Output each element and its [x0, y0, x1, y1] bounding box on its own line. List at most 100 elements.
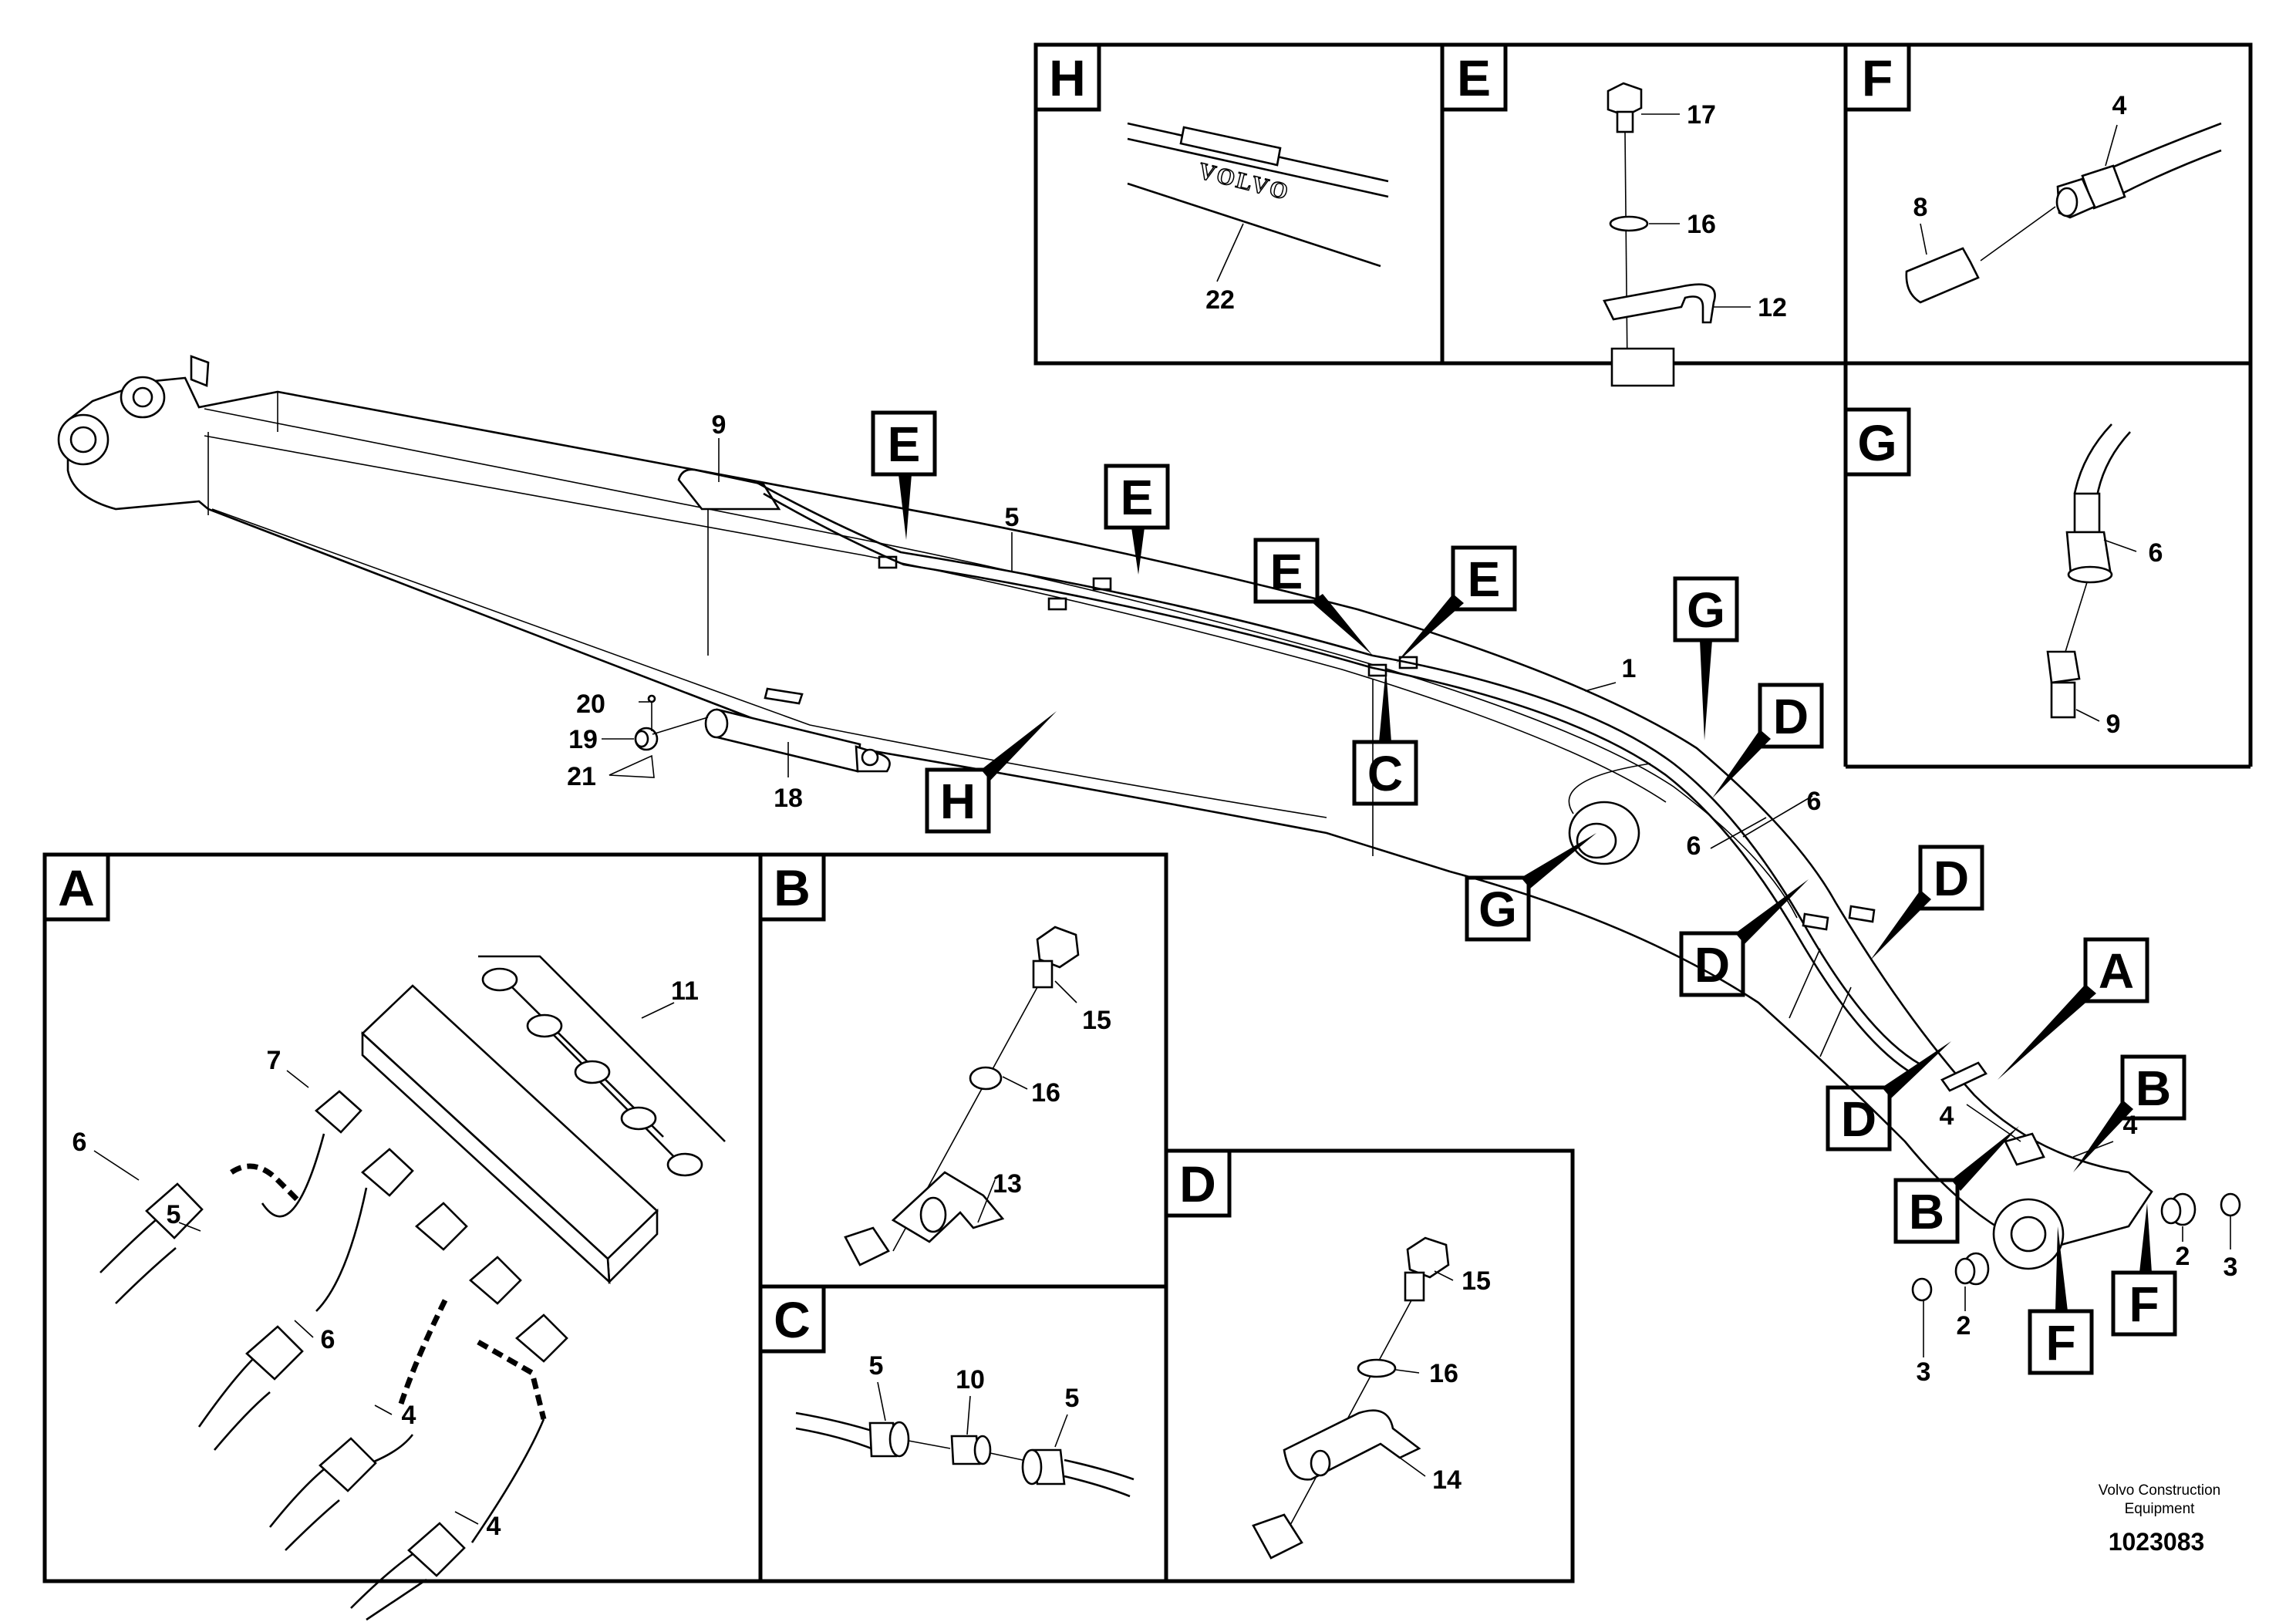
label-4: 4: [2112, 91, 2127, 120]
svg-text:E: E: [1270, 544, 1303, 599]
svg-text:A: A: [58, 859, 95, 916]
tag-d-4: D: [1826, 1041, 1951, 1152]
company-line-2: Equipment: [2125, 1501, 2196, 1517]
label-9: 9: [712, 410, 727, 440]
tag-d-2: D: [1870, 845, 1984, 960]
svg-text:H: H: [940, 774, 976, 829]
footer: Volvo Construction Equipment 1023083: [2099, 1482, 2220, 1556]
frame-letter-b: B: [758, 852, 826, 922]
svg-text:D: D: [1841, 1091, 1876, 1147]
tag-e-2: E: [1104, 464, 1170, 575]
svg-text:G: G: [1478, 882, 1517, 937]
tag-h: H: [925, 711, 1057, 834]
label-18: 18: [774, 784, 803, 813]
label-6: 6: [1807, 787, 1822, 816]
svg-text:H: H: [1049, 49, 1086, 106]
label-5: 5: [167, 1200, 181, 1229]
label-15: 15: [1082, 1006, 1111, 1035]
label-11: 11: [671, 976, 699, 1006]
detail-b-drawing: 15 16 13: [844, 926, 1111, 1266]
label-6: 6: [2149, 538, 2163, 568]
label-5: 5: [1065, 1384, 1080, 1413]
svg-text:B: B: [2136, 1061, 2171, 1116]
svg-text:F: F: [1862, 49, 1893, 106]
svg-text:B: B: [1909, 1184, 1944, 1239]
svg-text:D: D: [1179, 1155, 1216, 1212]
detail-f-drawing: 4 8: [1905, 91, 2222, 304]
label-7: 7: [267, 1046, 282, 1075]
company-line-1: Volvo Construction: [2099, 1482, 2220, 1499]
frame-letter-c: C: [758, 1284, 826, 1354]
label-3: 3: [1917, 1357, 1931, 1387]
svg-text:G: G: [1687, 582, 1725, 638]
tag-e-1: E: [871, 410, 937, 540]
detail-d-drawing: 15 16 14: [1252, 1236, 1491, 1560]
svg-text:A: A: [2099, 943, 2134, 999]
tag-a: A: [1998, 937, 2149, 1080]
tag-f-1: F: [2028, 1226, 2094, 1375]
svg-text:E: E: [1468, 551, 1501, 607]
tag-e-3: E: [1253, 538, 1373, 656]
label-19: 19: [568, 725, 598, 754]
label-14: 14: [1432, 1465, 1462, 1495]
frame-letter-f: F: [1843, 42, 1911, 112]
tag-g-2: G: [1465, 833, 1596, 942]
label-1: 1: [1622, 654, 1637, 683]
label-20: 20: [576, 690, 605, 719]
frame-letter-g: G: [1843, 407, 1911, 477]
detail-g-drawing: 6 9: [2046, 423, 2163, 739]
frame-letter-a: A: [42, 852, 110, 922]
frame-letter-d: D: [1164, 1148, 1232, 1218]
label-17: 17: [1687, 100, 1716, 130]
label-21: 21: [567, 762, 596, 791]
drawing-number: 1023083: [2109, 1528, 2205, 1556]
label-16: 16: [1429, 1359, 1458, 1388]
label-4: 4: [487, 1512, 501, 1541]
tag-b-2: B: [1893, 1126, 2019, 1244]
tag-e-4: E: [1396, 545, 1517, 663]
svg-text:F: F: [2129, 1276, 2159, 1332]
label-2: 2: [2176, 1242, 2190, 1271]
detail-a-drawing: 11 7 6 5 6 4 4: [72, 955, 726, 1621]
tag-c: C: [1352, 668, 1418, 806]
detail-c-drawing: 5 10 5: [795, 1351, 1135, 1498]
frame-letter-h: H: [1033, 42, 1101, 112]
label-9: 9: [2106, 710, 2121, 739]
label-5: 5: [869, 1351, 884, 1381]
svg-text:D: D: [1934, 851, 1969, 906]
label-8: 8: [1913, 193, 1928, 222]
label-13: 13: [993, 1169, 1022, 1199]
tag-f-2: F: [2111, 1203, 2177, 1337]
label-2: 2: [1957, 1311, 1971, 1340]
label-4: 4: [1940, 1101, 1954, 1131]
detail-h-drawing: VOLVO 22: [1127, 122, 1389, 315]
label-16: 16: [1031, 1078, 1060, 1108]
svg-text:C: C: [774, 1291, 811, 1348]
label-10: 10: [956, 1365, 985, 1394]
boom-main-view: 1 2 2 3 3 4 4 5 6 6 9 18 19 20 21: [57, 355, 2241, 1387]
view-tags: E E E E C G G: [871, 410, 2186, 1375]
label-22: 22: [1205, 285, 1235, 315]
svg-text:G: G: [1857, 414, 1896, 471]
svg-text:D: D: [1694, 937, 1730, 993]
tag-d-1: D: [1712, 683, 1824, 798]
frame-letter-e: E: [1440, 42, 1508, 112]
tag-g-1: G: [1673, 576, 1739, 740]
svg-text:E: E: [1121, 470, 1154, 525]
label-6: 6: [1687, 831, 1701, 861]
tag-d-3: D: [1679, 879, 1809, 997]
frame-d: [1164, 1148, 1575, 1583]
label-4: 4: [402, 1401, 416, 1430]
svg-text:C: C: [1367, 746, 1403, 801]
svg-text:E: E: [1457, 49, 1491, 106]
label-3: 3: [2224, 1253, 2238, 1282]
label-15: 15: [1462, 1266, 1491, 1296]
svg-text:B: B: [774, 859, 811, 916]
label-6: 6: [72, 1128, 87, 1157]
label-6: 6: [321, 1325, 335, 1354]
svg-text:F: F: [2045, 1315, 2075, 1371]
tag-b-1: B: [2073, 1054, 2186, 1172]
svg-text:E: E: [888, 416, 921, 472]
label-16: 16: [1687, 210, 1716, 239]
